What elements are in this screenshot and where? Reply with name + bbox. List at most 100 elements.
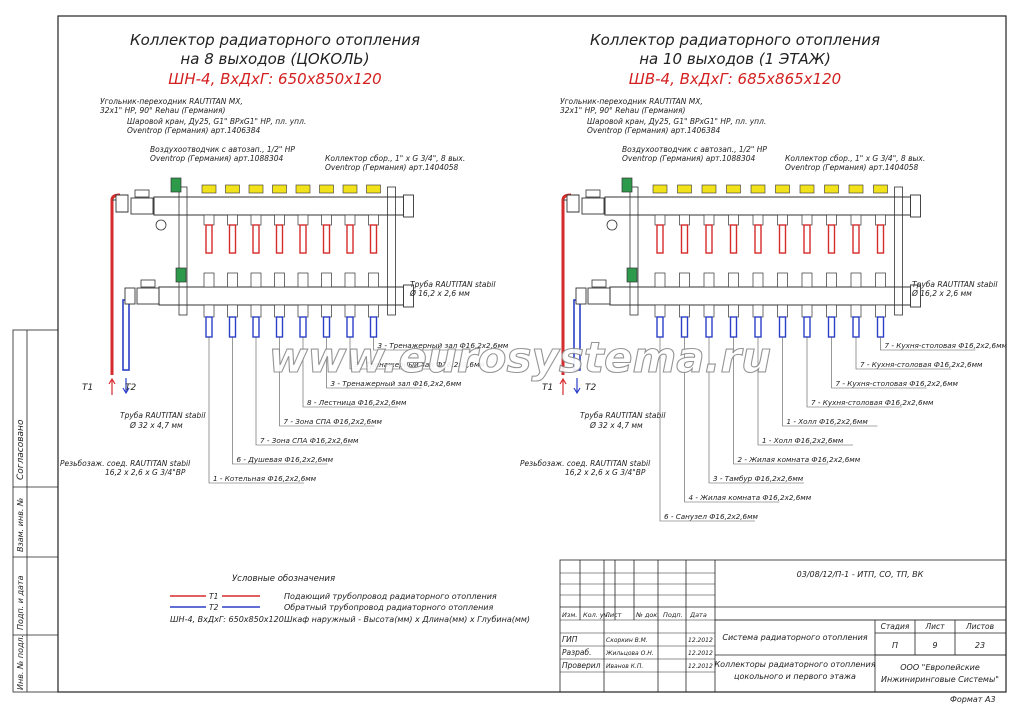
right-supply-outlet — [679, 214, 690, 226]
left-angle-line2: 32x1" НР, 90° Rehau (Германия) — [100, 106, 226, 115]
right-elbow-top — [566, 194, 580, 213]
right-title-line3: ШВ-4, ВхДхГ: 685х865х120 — [629, 70, 841, 88]
left-fit-line1: Резьбозаж. соед. RAUTITAN stabil — [60, 459, 191, 468]
right-title-line1: Коллектор радиаторного отопления — [590, 31, 880, 49]
left-callouts: Угольник-переходник RAUTITAN MX, 32x1" Н… — [60, 97, 496, 477]
tb-drawing-line1: Коллекторы радиаторного отопления — [714, 660, 875, 669]
tb-stage: П — [892, 641, 898, 650]
left-flow-meter-cap — [272, 184, 287, 194]
right-supply-pipe — [754, 224, 762, 254]
right-return-outlet — [728, 304, 739, 318]
left-bracket-right — [387, 186, 396, 316]
right-main-line2: Ø 32 x 4,7 мм — [589, 421, 643, 430]
right-flow-meter-cap — [701, 184, 717, 194]
left-outlet-leader — [279, 337, 375, 427]
right-return-pipe — [803, 316, 811, 338]
right-valve-handle-bottom — [591, 279, 607, 288]
left-supply-pipe — [252, 224, 260, 254]
left-coll-line2: Oventrop (Германия) арт.1404058 — [325, 163, 459, 172]
left-pipe-line2: Ø 16,2 x 2,6 мм — [409, 289, 470, 298]
legend-t1-label: Т1 — [209, 592, 218, 601]
tb-sheet: 9 — [932, 641, 937, 650]
left-valve-handle-top — [134, 189, 150, 198]
left-outlet-label-1: 3 - Тренажерный зал Ф16,2х2,6мм — [378, 341, 509, 350]
right-title: Коллектор радиаторного отопления на 10 в… — [590, 31, 880, 88]
left-flow-meter-cap — [248, 184, 264, 194]
left-flow-meter-cap — [201, 184, 217, 194]
tb-sheet-h: Лист — [924, 622, 945, 631]
left-supply-riser — [110, 193, 121, 375]
left-supply-pipe — [228, 224, 237, 254]
tb-sheets: 23 — [975, 641, 985, 650]
legend-return: Обратный трубопровод радиаторного отопле… — [284, 603, 494, 612]
left-title-line3: ШН-4, ВхДхГ: 650х850х120 — [168, 70, 381, 88]
legend: Условные обозначения Т1 Подающий трубопр… — [170, 574, 530, 624]
left-t2-arrow — [122, 378, 130, 395]
tb-h-date: Дата — [689, 611, 707, 619]
right-supply-outlet — [752, 214, 764, 226]
right-ball-valve-bottom — [587, 287, 611, 305]
left-valve-line1: Шаровой кран, Ду25, G1" ВРхG1" НР, пл. у… — [127, 117, 306, 126]
right-return-outlet — [875, 304, 886, 318]
title-block — [559, 559, 1007, 693]
right-flow-meter-cap — [750, 184, 766, 194]
left-outlet-label-2: 3 - Тренажерный зал Ф16,2х2,6мм — [354, 360, 485, 369]
tb-h-sign: Подп. — [663, 611, 683, 619]
left-return-outlet — [203, 304, 215, 318]
right-title-line2: на 10 выходов (1 ЭТАЖ) — [639, 50, 831, 68]
left-supply-pipe — [205, 224, 213, 254]
left-title-line1: Коллектор радиаторного отопления — [130, 31, 420, 49]
tb-role-dev: Разраб. — [562, 648, 591, 657]
left-ball-valve-top — [130, 197, 154, 215]
right-main-line1: Труба RAUTITAN stabil — [580, 411, 666, 420]
right-pipe-line1: Труба RAUTITAN stabil — [912, 280, 998, 289]
left-supply-outlet — [274, 214, 285, 226]
right-outlet-label-7: 2 - Жилая комната Ф16,2х2,6мм — [738, 455, 861, 464]
tb-drawing-line2: цокольного и первого этажа — [734, 672, 856, 681]
right-drain-valve — [606, 219, 618, 231]
right-supply-pipe — [827, 224, 836, 254]
right-valve-line2: Oventrop (Германия) арт.1406384 — [587, 126, 721, 135]
right-return-pipe — [778, 316, 787, 338]
right-outlet-label-10: 6 - Санузел Ф16,2х2,6мм — [664, 512, 759, 521]
right-supply-pipe — [705, 224, 713, 254]
right-flow-meter-cap — [873, 184, 888, 194]
right-return-outlet — [654, 304, 666, 318]
left-return-valve-head — [250, 272, 262, 288]
left-supply-pipe — [275, 224, 284, 254]
left-t2: Т2 — [125, 383, 136, 393]
right-supply-outlet — [826, 214, 837, 226]
left-return-riser — [122, 299, 130, 371]
left-return-outlet — [368, 304, 379, 318]
right-t1-arrow — [559, 377, 567, 395]
right-return-valve-head — [654, 272, 666, 288]
right-outlet-leader — [659, 337, 755, 522]
right-outlet-label-2: 7 - Кухня-столовая Ф16,2х2,6мм — [860, 360, 983, 369]
left-outlet-leader — [349, 337, 445, 370]
left-valve-handle-bottom — [140, 279, 156, 288]
stamp-agreed: Согласовано — [16, 419, 26, 480]
right-angle-line2: 32x1" НР, 90° Rehau (Германия) — [560, 106, 686, 115]
left-air-vent-top — [170, 177, 182, 193]
title-block-text: 03/08/12/П-1 - ИТП, СО, ТП, ВК Изм. Кол.… — [562, 570, 999, 704]
right-vent-line2: Oventrop (Германия) арт.1088304 — [622, 154, 756, 163]
left-return-valve-head — [344, 272, 356, 288]
left-title: Коллектор радиаторного отопления на 8 вы… — [130, 31, 420, 88]
right-outlet-label-6: 1 - Холл Ф16,2х2,6мм — [762, 436, 844, 445]
right-return-valve-head — [679, 272, 690, 288]
right-supply-outlet — [801, 214, 813, 226]
left-supply-outlet — [203, 214, 215, 226]
tb-date-chk: 12.2012 — [688, 663, 713, 670]
legend-cabinet-code: ШН-4, ВхДхГ: 650х850х120 — [170, 615, 284, 624]
left-outlet-label-5: 7 - Зона СПА Ф16,2х2,6мм — [284, 417, 383, 426]
right-flow-meter-cap — [677, 184, 692, 194]
right-flow-meter-cap — [775, 184, 790, 194]
tb-h-list: Лист — [604, 611, 622, 619]
right-outlet-leader — [757, 337, 853, 446]
right-flow-meter-cap — [824, 184, 839, 194]
legend-cabinet-desc: Шкаф наружный - Высота(мм) х Длина(мм) х… — [284, 615, 530, 624]
left-angle-line1: Угольник-переходник RAUTITAN MX, — [100, 97, 243, 106]
left-supply-outlet — [250, 214, 262, 226]
right-valve-line1: Шаровой кран, Ду25, G1" ВРхG1" НР, пл. у… — [587, 117, 766, 126]
tb-h-doc: № док. — [635, 611, 659, 619]
